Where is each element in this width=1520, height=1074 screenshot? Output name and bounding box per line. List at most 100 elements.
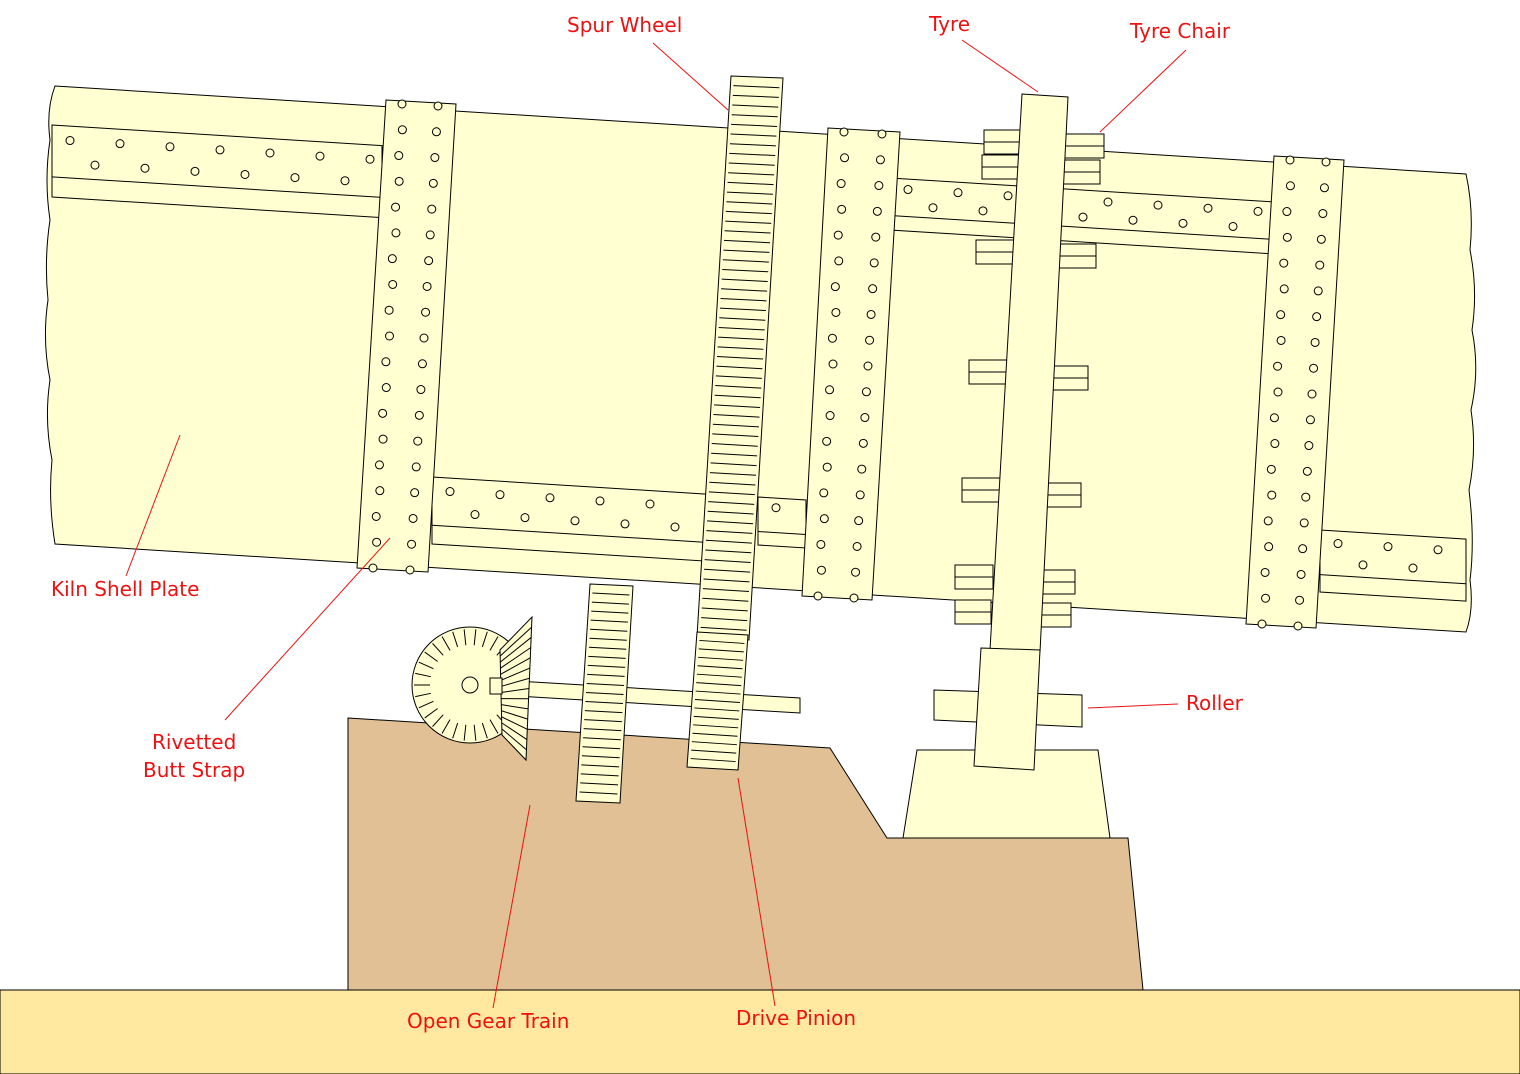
rivet	[65, 136, 75, 146]
bevel-spoke	[473, 724, 477, 741]
rivet	[407, 539, 417, 549]
rivet	[771, 503, 781, 513]
roller-pedestal	[902, 749, 1111, 839]
bevel-gear-collar	[489, 677, 503, 695]
rivet	[372, 537, 382, 547]
rivet	[670, 522, 680, 532]
gear-tooth	[591, 610, 629, 614]
rivet	[1153, 200, 1163, 210]
longitudinal-straps	[51, 124, 1467, 602]
rivet	[416, 385, 426, 395]
rivet	[874, 181, 884, 191]
gear-tooth	[731, 114, 778, 118]
gear-tooth	[725, 210, 772, 215]
gear-tooth	[729, 143, 776, 147]
rivet	[1203, 203, 1213, 213]
rivet	[1276, 335, 1286, 345]
rivet	[394, 151, 404, 161]
rivet	[1316, 234, 1326, 244]
bevel-tooth	[501, 722, 528, 740]
gear-tooth	[719, 317, 766, 321]
rivet	[165, 142, 175, 152]
rivet	[1333, 539, 1343, 549]
gear-tooth	[579, 791, 618, 795]
bevel-tooth	[500, 667, 531, 681]
rivet	[431, 127, 441, 137]
rivet	[375, 486, 385, 496]
rivet	[90, 160, 100, 170]
gear-tooth	[690, 758, 736, 763]
gear-tooth	[693, 724, 739, 729]
rivet	[1282, 207, 1292, 217]
leader-spur-wheel	[652, 42, 729, 111]
rivet	[978, 206, 988, 216]
rivet	[866, 309, 876, 319]
rivet	[240, 169, 250, 179]
rivet	[620, 519, 630, 529]
rivet	[422, 281, 432, 291]
rivet	[827, 333, 837, 343]
gear-tooth	[730, 133, 777, 137]
rivet	[1307, 389, 1317, 399]
rivet	[865, 335, 875, 345]
gear-tooth	[705, 549, 752, 554]
rivet	[140, 163, 150, 173]
rivet	[427, 204, 437, 214]
rivet	[1261, 593, 1271, 603]
label-roller: Roller	[1186, 691, 1244, 715]
rivet	[570, 516, 580, 526]
rivet	[1383, 542, 1393, 552]
gear-tooth	[591, 601, 629, 605]
rivet	[833, 230, 843, 240]
rivet	[1276, 310, 1286, 320]
rivet	[1298, 544, 1308, 554]
longitudinal-strap	[1319, 529, 1467, 602]
strap-seam	[1319, 574, 1467, 585]
gear-tooth	[724, 239, 771, 244]
rivet	[1273, 361, 1283, 371]
strap-seam	[889, 214, 1273, 240]
rivet	[413, 436, 423, 446]
gear-tooth	[723, 249, 770, 253]
gear-tooth	[698, 648, 744, 653]
gear-tooth	[588, 655, 626, 659]
spur-wheel	[696, 75, 784, 641]
rivet	[1078, 212, 1088, 222]
rivet	[417, 359, 427, 369]
bevel-spoke	[489, 719, 499, 734]
butt-strap	[1245, 155, 1345, 629]
gear-tooth	[692, 732, 738, 737]
gear-tooth	[583, 737, 621, 741]
bevel-tooth	[499, 626, 532, 657]
gear-tooth	[719, 307, 766, 312]
bevel-tooth	[500, 647, 531, 669]
rivet	[1433, 545, 1443, 555]
gear-tooth	[732, 104, 779, 108]
rivet	[871, 232, 881, 242]
rivet	[1318, 209, 1328, 219]
bevel-tooth	[501, 710, 528, 720]
leader-tyre	[961, 39, 1039, 93]
rivet	[836, 179, 846, 189]
gear-tooth	[705, 539, 752, 544]
strap-seam	[51, 176, 383, 198]
gear-tooth	[708, 491, 755, 496]
rivet	[1285, 181, 1295, 191]
rivet	[645, 499, 655, 509]
bevel-spoke	[452, 722, 459, 739]
rivet	[545, 493, 555, 503]
bevel-spoke	[463, 629, 467, 646]
rivet	[290, 173, 300, 183]
gear-tooth	[693, 715, 739, 720]
gear-tooth	[726, 191, 773, 195]
rivet	[215, 145, 225, 155]
gear-tooth	[717, 346, 764, 350]
rivet	[414, 410, 424, 420]
rivet	[861, 387, 871, 397]
rivet	[857, 464, 867, 474]
gear-tooth	[584, 710, 623, 714]
gear-tooth	[726, 201, 773, 205]
gear-tooth	[707, 510, 754, 515]
gear-tooth	[592, 592, 630, 596]
